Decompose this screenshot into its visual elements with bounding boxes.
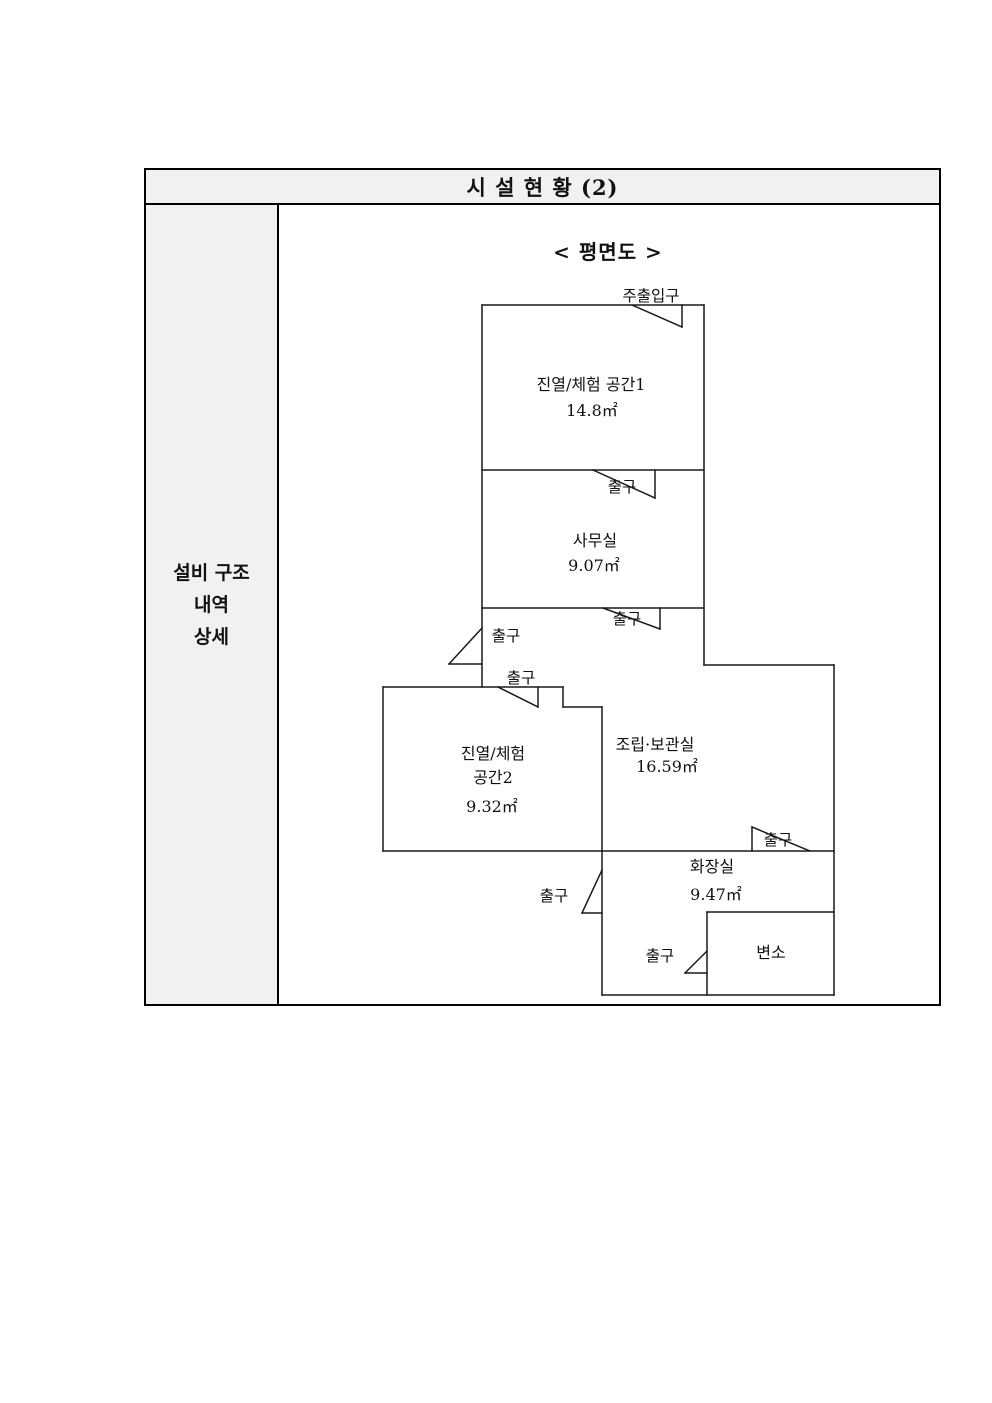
category-cell: 설비 구조 내역 상세: [146, 205, 279, 1004]
category-line-3: 상세: [194, 625, 229, 648]
floor-plan-cell: [279, 205, 939, 1004]
table-header-row: 시 설 현 황 (2): [146, 170, 939, 205]
table-body-row: 설비 구조 내역 상세: [146, 205, 939, 1004]
table-title: 시 설 현 황 (2): [466, 174, 619, 200]
category-line-2: 내역: [194, 593, 229, 616]
category-line-1: 설비 구조: [173, 561, 250, 584]
facility-status-table: 시 설 현 황 (2) 설비 구조 내역 상세: [144, 168, 941, 1006]
